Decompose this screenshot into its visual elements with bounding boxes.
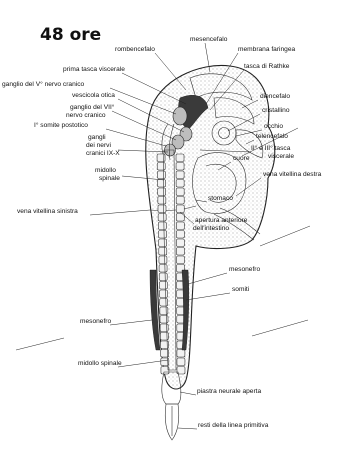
somite-left [158, 231, 166, 239]
label-cuore: cuore [233, 155, 250, 162]
somite-right [177, 358, 185, 366]
somite-right [176, 231, 184, 239]
label-midollo-2: spinale [99, 175, 120, 182]
somite-right [176, 188, 184, 196]
ganglion-v [173, 107, 187, 125]
somite-left [159, 265, 167, 273]
somite-left [159, 248, 167, 256]
label-vescicola-otica: vescicola otica [72, 92, 115, 99]
label-piastra-neurale: piastra neurale aperta [197, 388, 261, 395]
somite-right [176, 248, 184, 256]
label-vena-vitellina-destra: vena vitellina destra [263, 171, 322, 178]
label-tasca-rathke: tasca di Rathke [244, 63, 290, 70]
somite-left [159, 256, 167, 264]
label-occhio: occhio [264, 123, 283, 130]
label-prima-tasca: prima tasca viscerale [63, 66, 125, 73]
label-gangli-2: dei nervi [86, 142, 111, 149]
label-diencefalo: diencefalo [260, 93, 290, 100]
label-tasca-ii-iii-1: II° e III° tasca [251, 144, 291, 152]
somite-right [176, 171, 184, 179]
label-telencefalo: telencefalo [256, 133, 288, 140]
label-ganglio-vii-1: ganglio del VII° [70, 103, 115, 111]
somite-left [158, 205, 166, 213]
label-somiti: somiti [232, 286, 250, 293]
somite-left [157, 163, 165, 171]
label-resti-linea: resti della linea primitiva [198, 422, 269, 429]
label-cristallino: cristallino [262, 107, 290, 114]
somite-left [158, 180, 166, 188]
label-mesonefro-left: mesonefro [80, 318, 111, 325]
somite-left [159, 273, 167, 281]
label-membrana-faringea: membrana faringea [238, 46, 296, 53]
somite-right [176, 256, 184, 264]
label-tasca-ii-iii-2: viscerale [268, 153, 294, 160]
somite-left [158, 222, 166, 230]
label-mesencefalo: mesencefalo [190, 36, 228, 43]
label-rombencefalo: rombencefalo [115, 46, 155, 53]
label-stomaco: stomaco [208, 195, 233, 202]
somite-left [158, 188, 166, 196]
somite-left [159, 239, 167, 247]
label-vena-vitellina-sinistra: vena vitellina sinistra [17, 208, 78, 215]
somite-left [160, 307, 168, 315]
somite-left [157, 171, 165, 179]
label-midollo-spinale: midollo spinale [78, 360, 122, 367]
somite-right [176, 154, 184, 162]
label-apertura-2: dell'intestino [193, 225, 229, 232]
somite-left [160, 290, 168, 298]
somite-left [159, 282, 167, 290]
somite-left [160, 299, 168, 307]
somite-right [176, 180, 184, 188]
somite-right [176, 239, 184, 247]
somite-right [177, 350, 185, 358]
label-mesonefro-right: mesonefro [229, 266, 260, 273]
label-ganglio-v: ganglio del V° nervo cranico [2, 80, 85, 88]
somite-left [158, 214, 166, 222]
somite-left [158, 197, 166, 205]
somite-right [176, 197, 184, 205]
label-ganglio-vii-2: nervo cranico [66, 112, 106, 119]
label-apertura-1: apertura anteriore [195, 217, 248, 224]
embryo-illustration [146, 65, 275, 440]
label-gangli-1: gangli [88, 134, 106, 141]
label-i-somite: I° somite postotico [34, 121, 88, 129]
somite-right [176, 163, 184, 171]
somite-right [176, 222, 184, 230]
diagram-title: 48 ore [40, 25, 101, 45]
somite-right [176, 205, 184, 213]
label-midollo-1: midollo [95, 167, 116, 174]
label-gangli-3: cranici IX-X [86, 150, 120, 157]
